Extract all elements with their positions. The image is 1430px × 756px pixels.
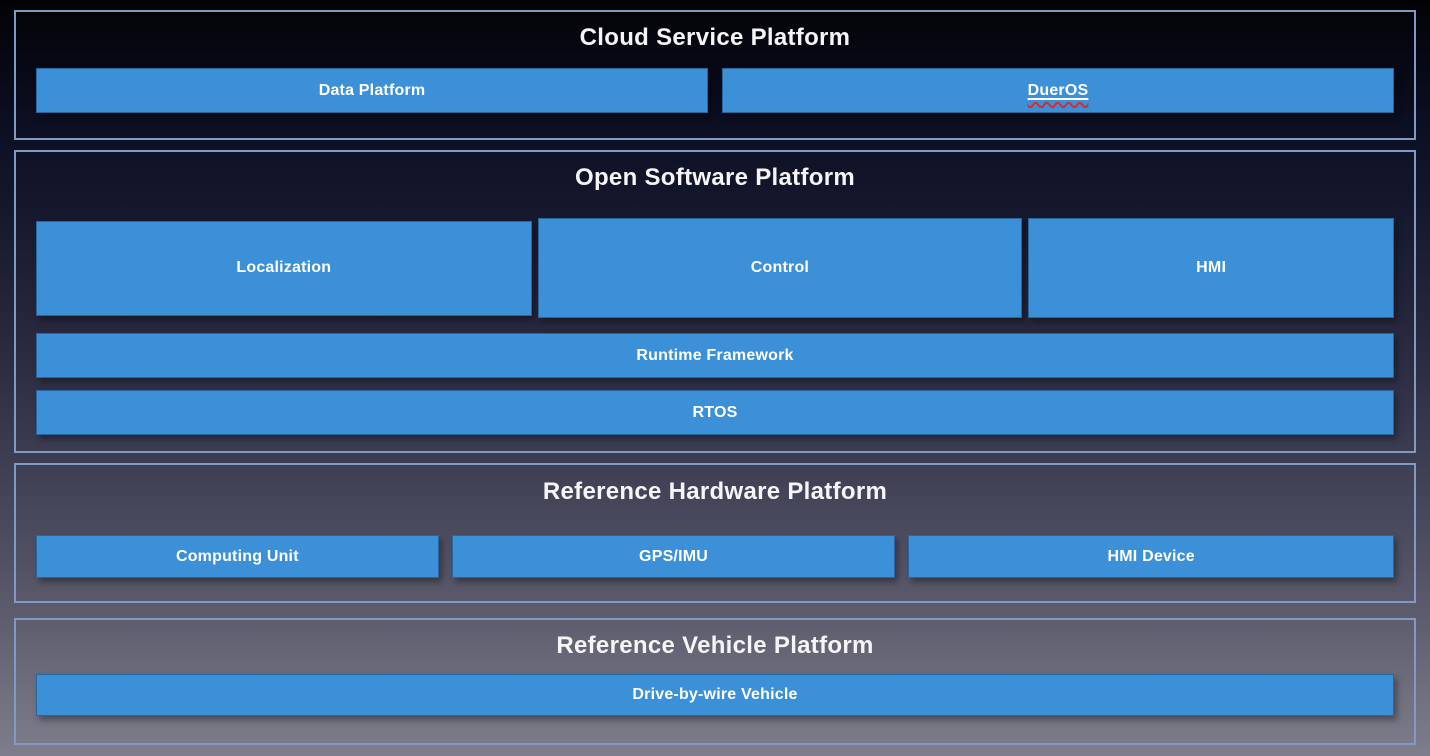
reference-vehicle-platform-title: Reference Vehicle Platform [556,632,874,659]
data-platform-label: Data Platform [318,81,426,99]
hmi-device-label: HMI Device [1107,547,1195,565]
gps-imu-box: GPS/IMU [451,535,896,578]
hmi-label: HMI [1196,259,1227,276]
rtos-label: RTOS [692,403,738,421]
reference-hardware-platform-title: Reference Hardware Platform [542,478,888,505]
runtime-framework-bar: Runtime Framework [36,333,1394,378]
drive-by-wire-vehicle-label: Drive-by-wire Vehicle [632,686,798,703]
open-software-platform-title: Open Software Platform [575,164,855,191]
dueros-underline: DuerOS [1028,82,1089,100]
dueros-box: DuerOS [722,68,1394,113]
dueros-label: DuerOS [1027,81,1089,99]
hmi-device-box: HMI Device [908,535,1395,578]
cloud-service-platform-section: Cloud Service Platform Data Platform Due… [14,10,1416,140]
data-platform-box: Data Platform [36,68,708,113]
reference-hardware-platform-section: Reference Hardware Platform Computing Un… [14,463,1416,603]
gps-imu-label: GPS/IMU [639,547,709,565]
control-label: Control [750,259,810,276]
hardware-devices-row: Computing Unit GPS/IMU HMI Device [16,535,1414,578]
software-modules-row: Localization Control HMI [16,218,1414,318]
control-box: Control [537,218,1023,318]
computing-unit-box: Computing Unit [36,535,439,578]
localization-box: Localization [36,220,532,316]
computing-unit-label: Computing Unit [175,547,299,565]
hmi-box: HMI [1028,218,1394,318]
open-software-platform-section: Open Software Platform Localization Cont… [14,150,1416,453]
runtime-framework-label: Runtime Framework [636,346,794,364]
cloud-service-platform-title: Cloud Service Platform [579,24,851,51]
rtos-bar: RTOS [36,390,1394,435]
drive-by-wire-vehicle-bar: Drive-by-wire Vehicle [36,674,1394,716]
reference-vehicle-platform-section: Reference Vehicle Platform Drive-by-wire… [14,618,1416,745]
localization-label: Localization [236,259,332,276]
cloud-boxes-row: Data Platform DuerOS [16,68,1414,113]
